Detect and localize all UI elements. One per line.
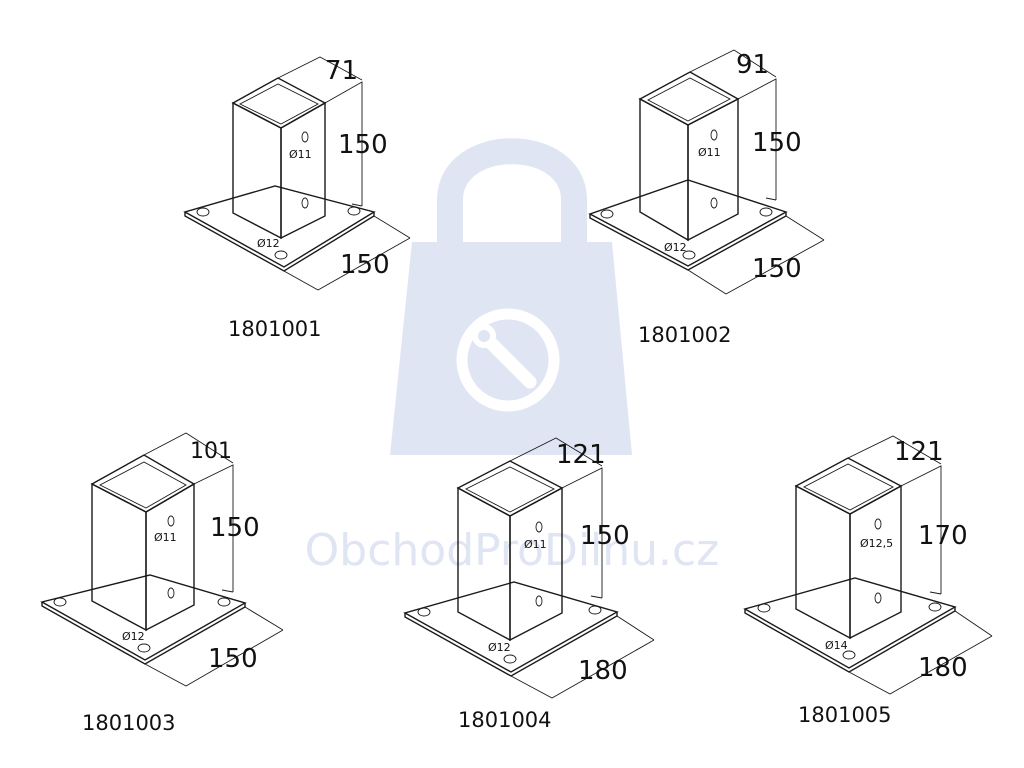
plate-hole xyxy=(842,650,856,660)
plate-hole xyxy=(759,207,773,217)
product-code: 1801004 xyxy=(458,708,552,732)
plate-hole xyxy=(217,597,231,607)
plate-hole xyxy=(682,250,696,260)
dimension-lines xyxy=(847,435,993,695)
plate-hole xyxy=(928,602,942,612)
post-base-1801005: 121 170 180 Ø12,5 Ø14 1801005 xyxy=(743,435,993,727)
tube xyxy=(90,454,196,632)
post-base-1801001: 71 150 150 Ø11 Ø12 1801001 xyxy=(183,56,411,341)
watermark-text: ObchodProDilnu.cz xyxy=(305,525,720,576)
product-code: 1801005 xyxy=(798,703,892,727)
dimension-lines xyxy=(277,56,411,291)
tube-hole-label: Ø11 xyxy=(154,531,177,544)
plate-hole xyxy=(137,643,151,653)
plate-hole xyxy=(503,654,517,664)
tube-hole-label: Ø11 xyxy=(524,538,547,551)
tube-hole xyxy=(710,129,718,141)
tube-width-label: 121 xyxy=(894,437,944,467)
tube-width-label: 101 xyxy=(190,439,232,464)
plate-hole xyxy=(588,605,602,615)
tube-hole-label: Ø11 xyxy=(289,148,312,161)
dimension-lines xyxy=(687,49,825,295)
tube-hole xyxy=(167,515,175,527)
tube xyxy=(231,77,327,240)
plate-hole xyxy=(417,607,431,617)
product-code: 1801002 xyxy=(638,323,732,347)
tube-hole xyxy=(874,518,882,530)
plate-hole xyxy=(600,209,614,219)
tube-hole xyxy=(874,592,882,604)
plate-hole xyxy=(757,603,771,613)
plate-size-label: 180 xyxy=(578,656,628,686)
tube-width-label: 91 xyxy=(736,50,769,80)
tube-hole xyxy=(167,587,175,599)
dimension-lines xyxy=(509,437,655,699)
tube-hole xyxy=(301,197,309,209)
post-base-1801004: 121 150 180 Ø11 Ø12 1801004 xyxy=(403,437,655,732)
tube-hole xyxy=(535,521,543,533)
tube-height-label: 150 xyxy=(338,130,388,160)
plate-hole-label: Ø12 xyxy=(122,630,145,643)
tube-height-label: 150 xyxy=(752,128,802,158)
tube-hole xyxy=(535,595,543,607)
plate-hole xyxy=(347,206,361,216)
plate-hole-label: Ø12 xyxy=(488,641,511,654)
shopping-bag-wrench-icon xyxy=(390,138,632,455)
plate-hole xyxy=(196,207,210,217)
tube-height-label: 150 xyxy=(210,513,260,543)
tube-height-label: 170 xyxy=(918,521,968,551)
post-base-1801003: 101 150 150 Ø11 Ø12 1801003 xyxy=(40,432,284,735)
product-code: 1801003 xyxy=(82,711,176,735)
plate-size-label: 150 xyxy=(208,644,258,674)
plate-hole-label: Ø14 xyxy=(825,639,848,652)
plate-hole xyxy=(274,250,288,260)
post-base-1801002: 91 150 150 Ø11 Ø12 1801002 xyxy=(588,49,825,347)
tube-hole xyxy=(301,131,309,143)
plate-size-label: 150 xyxy=(752,254,802,284)
product-code: 1801001 xyxy=(228,317,322,341)
dimension-lines xyxy=(143,432,284,687)
plate-hole xyxy=(53,597,67,607)
tube-hole xyxy=(710,197,718,209)
plate-size-label: 150 xyxy=(340,250,390,280)
tube-height-label: 150 xyxy=(580,521,630,551)
tube-hole-label: Ø11 xyxy=(698,146,721,159)
tube-width-label: 121 xyxy=(556,440,606,470)
watermark: ObchodProDilnu.cz xyxy=(305,138,720,576)
plate-hole-label: Ø12 xyxy=(664,241,687,254)
tube xyxy=(638,71,740,242)
plate-hole-label: Ø12 xyxy=(257,237,280,250)
tube-hole-label: Ø12,5 xyxy=(860,537,893,550)
plate-size-label: 180 xyxy=(918,653,968,683)
tube-width-label: 71 xyxy=(325,56,358,86)
